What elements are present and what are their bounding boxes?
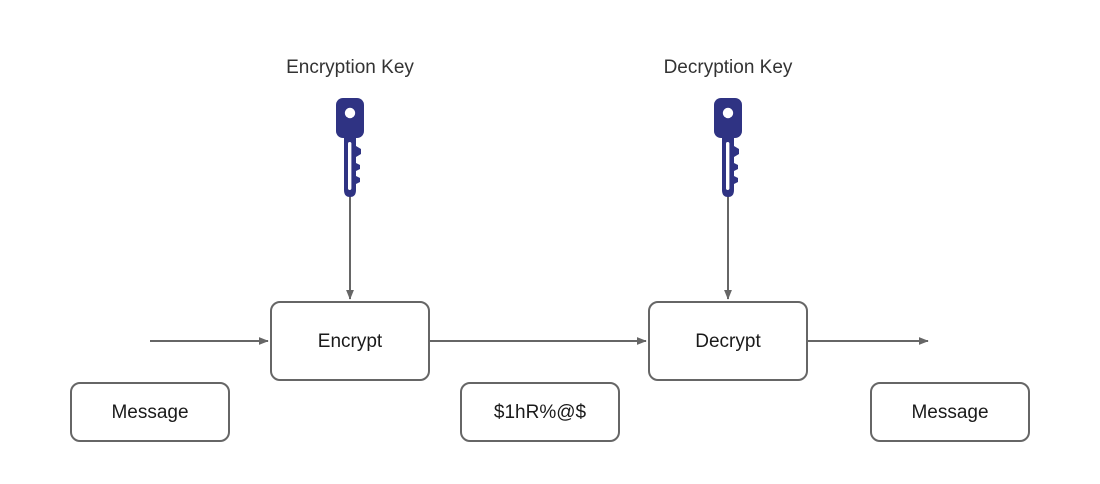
encrypt-node-label: Encrypt (317, 330, 383, 352)
message-input-label: Message (111, 401, 189, 423)
ciphertext-label: $1hR%@$ (493, 401, 587, 423)
decrypt-node[interactable]: Decrypt (648, 301, 808, 381)
ciphertext-node[interactable]: $1hR%@$ (460, 382, 620, 442)
decryption-key-label: Decryption Key (663, 57, 793, 78)
message-output-label: Message (911, 401, 989, 423)
message-output-node[interactable]: Message (870, 382, 1030, 442)
encrypt-node[interactable]: Encrypt (270, 301, 430, 381)
encryption-key-label: Encryption Key (286, 57, 414, 78)
message-input-node[interactable]: Message (70, 382, 230, 442)
decrypt-node-label: Decrypt (695, 330, 761, 352)
encryption-key-icon (331, 98, 369, 198)
decryption-key-icon (709, 98, 747, 198)
